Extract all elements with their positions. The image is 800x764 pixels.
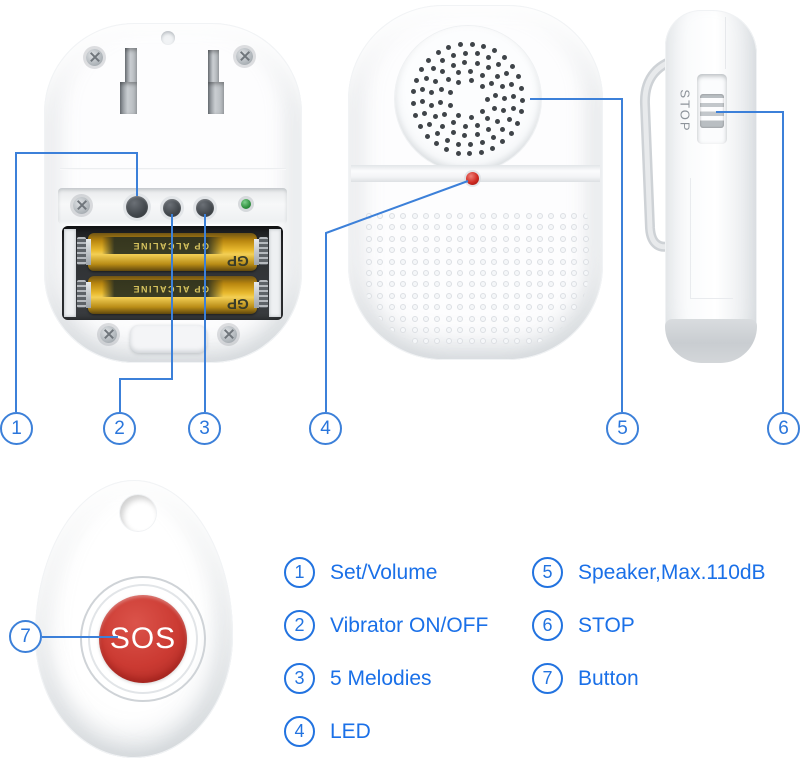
case-seam xyxy=(690,178,733,299)
callout-5: 5 xyxy=(606,412,639,445)
callout-4: 4 xyxy=(309,412,342,445)
mount-slot-icon xyxy=(125,48,137,84)
aa-battery: GP ALCALINE GP xyxy=(86,276,259,314)
legend-item: 2 Vibrator ON/OFF xyxy=(284,609,488,642)
callout-number: 3 xyxy=(199,417,210,439)
sos-button-label: SOS xyxy=(109,622,177,655)
legend-item: 7 Button xyxy=(532,662,766,695)
callout-number: 5 xyxy=(617,417,628,439)
legend-number: 1 xyxy=(284,557,315,588)
green-led-indicator xyxy=(241,199,251,209)
battery-spring-icon xyxy=(77,237,86,265)
callout-number: 2 xyxy=(114,417,125,439)
screw-icon xyxy=(86,49,103,66)
battery-brand: GP xyxy=(226,251,249,269)
speaker-grille-icon xyxy=(406,37,530,161)
legend-item: 5 Speaker,Max.110dB xyxy=(532,556,766,589)
callout-number: 1 xyxy=(11,417,22,439)
set-volume-knob xyxy=(126,196,148,218)
side-body: STOP xyxy=(665,10,757,363)
vibrator-switch-knob xyxy=(163,199,181,217)
keyring-hole xyxy=(120,495,156,531)
legend-item: 1 Set/Volume xyxy=(284,556,488,589)
mount-slot-icon xyxy=(208,50,219,84)
legend-item: 4 LED xyxy=(284,715,488,748)
stop-slider-button xyxy=(700,94,724,128)
receiver-front-view xyxy=(348,5,603,360)
callout-number: 7 xyxy=(20,625,31,647)
legend-number: 6 xyxy=(532,610,563,641)
legend-number: 2 xyxy=(284,610,315,641)
battery-label-band: GP ALCALINE xyxy=(101,236,241,255)
sos-button: SOS xyxy=(99,595,187,683)
legend-number: 4 xyxy=(284,716,315,747)
mount-slot-icon xyxy=(208,82,224,114)
stop-label: STOP xyxy=(677,89,693,133)
callout-3: 3 xyxy=(188,412,221,445)
screw-icon xyxy=(220,326,237,343)
receiver-back-view: GP ALCALINE GP GP ALCALINE GP xyxy=(44,23,302,363)
aa-battery: GP ALCALINE GP xyxy=(86,233,259,271)
callout-7: 7 xyxy=(9,620,42,653)
legend-item: 3 5 Melodies xyxy=(284,662,488,695)
stop-slider-recess xyxy=(697,74,727,144)
legend-label: STOP xyxy=(578,613,635,637)
screw-icon xyxy=(73,197,90,214)
callout-6: 6 xyxy=(767,412,800,445)
legend-label: LED xyxy=(330,719,371,743)
melody-select-knob xyxy=(196,199,214,217)
case-seam xyxy=(725,17,726,69)
speaker-recess xyxy=(395,26,541,172)
screw-icon xyxy=(100,326,117,343)
side-bottom-cap xyxy=(665,319,757,363)
battery-brand: GP xyxy=(226,294,249,312)
hanging-hole xyxy=(161,31,175,45)
texture-dot-field xyxy=(362,208,589,348)
legend-column-right: 5 Speaker,Max.110dB 6 STOP 7 Button xyxy=(532,556,766,695)
sos-remote: SOS xyxy=(35,480,233,758)
legend-label: Speaker,Max.110dB xyxy=(578,560,766,584)
legend-label: 5 Melodies xyxy=(330,666,432,690)
legend-label: Set/Volume xyxy=(330,560,438,584)
battery-compartment: GP ALCALINE GP GP ALCALINE GP xyxy=(62,226,283,320)
callout-number: 4 xyxy=(320,417,331,439)
battery-spring-icon xyxy=(259,280,268,308)
callout-1: 1 xyxy=(0,412,33,445)
legend-number: 3 xyxy=(284,663,315,694)
legend-column-left: 1 Set/Volume 2 Vibrator ON/OFF 3 5 Melod… xyxy=(284,556,488,748)
legend-number: 5 xyxy=(532,557,563,588)
callout-2: 2 xyxy=(103,412,136,445)
receiver-side-view: STOP xyxy=(639,8,758,366)
legend-label: Button xyxy=(578,666,639,690)
screw-icon xyxy=(236,48,253,65)
led-indicator xyxy=(466,172,479,185)
battery-spring-icon xyxy=(77,280,86,308)
battery-rail xyxy=(64,229,76,317)
belt-clip-icon xyxy=(639,53,689,252)
battery-rail xyxy=(269,229,281,317)
button-ring-outer xyxy=(80,576,206,702)
legend-item: 6 STOP xyxy=(532,609,766,642)
callout-number: 6 xyxy=(778,417,789,439)
battery-spring-icon xyxy=(259,237,268,265)
button-ring-inner xyxy=(88,584,198,694)
legend-number: 7 xyxy=(532,663,563,694)
mount-slot-icon xyxy=(120,82,137,114)
legend-label: Vibrator ON/OFF xyxy=(330,613,489,637)
case-seam xyxy=(60,168,286,170)
battery-door-latch xyxy=(130,325,207,353)
battery-label-band: GP ALCALINE xyxy=(101,279,241,298)
